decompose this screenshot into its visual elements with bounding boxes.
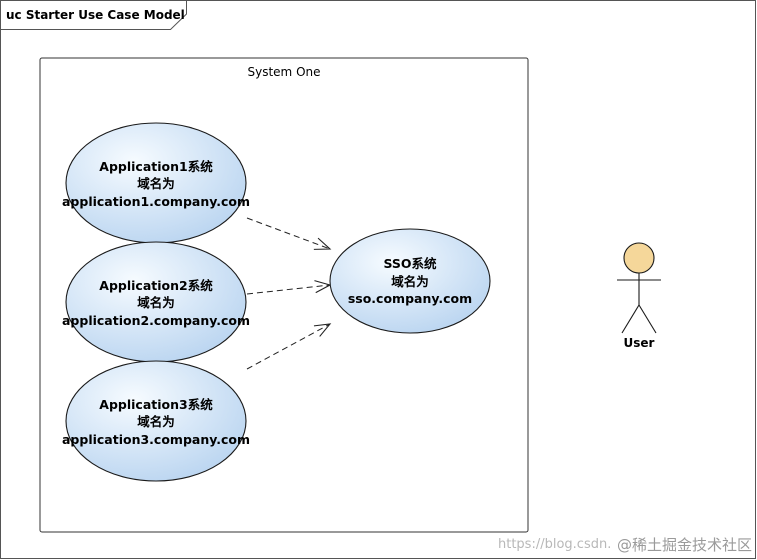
dependency-arrow-app2-sso[interactable]	[246, 280, 332, 295]
use-case-label-line: sso.company.com	[348, 291, 472, 306]
watermark-brand: @稀土掘金技术社区	[617, 536, 752, 554]
use-case-label-line: 域名为	[137, 176, 175, 191]
use-case-label-line: SSO系统	[383, 256, 437, 271]
use-case-label-line: Application2系统	[99, 278, 213, 293]
frame-title: uc Starter Use Case Model	[6, 8, 185, 22]
use-case-label-line: 域名为	[391, 274, 429, 289]
use-case-label-line: Application1系统	[99, 159, 213, 174]
actor-name: User	[624, 336, 655, 350]
actor-user[interactable]: User	[617, 242, 661, 350]
watermark: https://blog.csdn. @稀土掘金技术社区	[498, 536, 752, 554]
use-case-label-line: application2.company.com	[62, 313, 250, 328]
dependency-arrow-app3-sso[interactable]	[246, 323, 332, 370]
use-case-label-line: 域名为	[137, 414, 175, 429]
actor-right-leg-icon	[638, 304, 657, 334]
use-case-label-line: application3.company.com	[62, 432, 250, 447]
actor-left-leg-icon	[621, 304, 640, 334]
system-boundary-title: System One	[248, 65, 321, 79]
use-case-sso[interactable]: SSO系统 域名为 sso.company.com	[329, 228, 491, 334]
use-case-label-line: Application3系统	[99, 397, 213, 412]
use-case-application3[interactable]: Application3系统 域名为 application3.company.…	[62, 360, 250, 482]
use-case-label-line: 域名为	[137, 295, 175, 310]
relationships	[246, 217, 332, 370]
dependency-arrow-app1-sso[interactable]	[246, 217, 332, 250]
use-case-application1[interactable]: Application1系统 域名为 application1.company.…	[62, 122, 250, 244]
watermark-url: https://blog.csdn.	[498, 537, 611, 552]
actor-head-icon	[623, 242, 655, 274]
use-case-label-line: application1.company.com	[62, 194, 250, 209]
